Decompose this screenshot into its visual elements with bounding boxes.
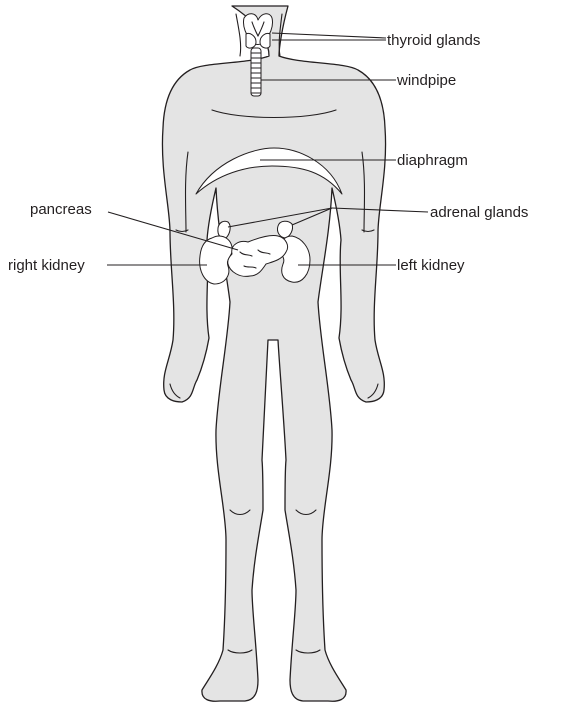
label-diaphragm: diaphragm bbox=[397, 152, 468, 169]
label-pancreas: pancreas bbox=[30, 201, 92, 218]
body-outline bbox=[162, 6, 385, 701]
thyroid-leader-upper bbox=[272, 33, 386, 38]
label-left-kidney: left kidney bbox=[397, 257, 465, 274]
windpipe-organ bbox=[251, 48, 261, 96]
label-right-kidney: right kidney bbox=[8, 257, 85, 274]
thyroid-glands bbox=[243, 14, 272, 48]
label-thyroid-glands: thyroid glands bbox=[387, 32, 480, 49]
neck-line-left bbox=[236, 14, 241, 56]
label-adrenal-glands: adrenal glands bbox=[430, 204, 528, 221]
label-windpipe: windpipe bbox=[396, 72, 456, 89]
human-body-figure bbox=[162, 6, 385, 701]
